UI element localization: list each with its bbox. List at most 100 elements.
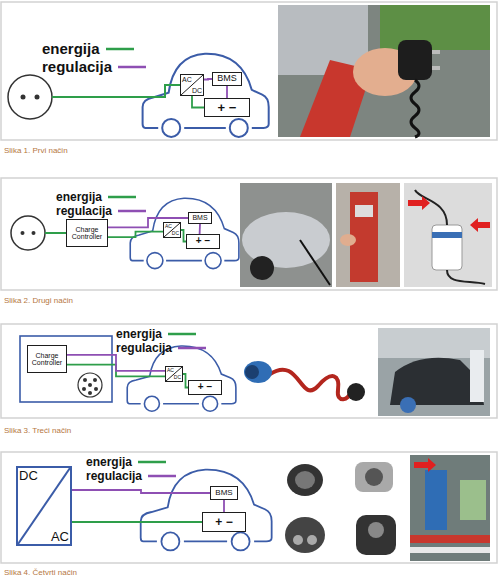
panel-frame (1, 452, 497, 563)
wire-connector (192, 96, 204, 108)
socket-hole (32, 231, 36, 235)
panel-frame (1, 324, 497, 418)
legend-line (178, 347, 206, 350)
photo-hand (340, 234, 356, 246)
photo-connector-pin (293, 535, 303, 545)
photo-plug (398, 40, 432, 80)
legend-line-sample (108, 194, 136, 200)
photo-car-side (278, 5, 368, 75)
connector-pin (83, 378, 87, 382)
battery-box: + − (188, 380, 222, 395)
box-label: + − (218, 101, 237, 115)
legend-entry: regulacija (42, 58, 146, 75)
box-label: Charge Controller (29, 352, 65, 367)
converter-box: DC AC (16, 466, 72, 546)
wire-connector (72, 490, 210, 493)
box-label: Charge Controller (68, 226, 106, 241)
legend-text: regulacija (56, 204, 112, 218)
photo-connector-face (295, 471, 315, 489)
wire-connector (199, 224, 201, 234)
wire-connector (181, 230, 186, 242)
photo-background (278, 5, 490, 137)
car-wheel (232, 532, 250, 550)
bms-box: BMS (210, 486, 238, 500)
car-wheel (162, 119, 180, 137)
photo-control-stripe (432, 232, 462, 238)
box-label: AC (165, 224, 172, 229)
photo-plug-pin (432, 50, 440, 54)
legend-entry: energija (56, 190, 136, 204)
legend-line-sample (168, 331, 196, 337)
bms-box: BMS (188, 212, 212, 224)
controller-box: Charge Controller (66, 219, 108, 247)
legend-line (106, 47, 134, 50)
car-wheel (230, 119, 248, 137)
diagonal-line (166, 367, 182, 381)
legend-line-sample (106, 46, 134, 52)
socket-hole (21, 231, 25, 235)
photo-car (390, 358, 484, 405)
legend-entry: energija (42, 40, 134, 57)
photo-coiled-cord (411, 80, 419, 137)
legend-entry: regulacija (116, 341, 206, 355)
connector-pin (88, 391, 92, 395)
connector-pin (88, 383, 92, 387)
box-label: DC (174, 375, 181, 380)
car-outline (141, 470, 272, 542)
photo-plug (347, 383, 365, 401)
legend-line (138, 461, 166, 464)
energy-wire (52, 85, 180, 97)
wire-connector (67, 365, 165, 377)
car-outline (130, 198, 239, 260)
box-label: DC (19, 469, 38, 482)
battery-box: + − (186, 234, 220, 249)
photo-grass (380, 5, 490, 50)
battery-box: + − (202, 512, 246, 532)
photo-cable (270, 370, 350, 400)
diagonal-line (181, 75, 203, 95)
wall-socket (8, 75, 52, 119)
photo-stripe (410, 535, 490, 543)
connector-pin (93, 378, 97, 382)
photo-connector-face (368, 522, 384, 538)
photo-cable (300, 240, 330, 285)
photo-connector (355, 462, 393, 492)
legend-line-sample (178, 345, 206, 351)
photo-connector-pin (307, 535, 317, 545)
legend-line-sample (138, 459, 166, 465)
battery-box: + − (204, 98, 250, 117)
legend-text: energija (56, 190, 102, 204)
box-label: BMS (217, 74, 237, 83)
photo-screen (355, 205, 373, 217)
wire-connector (204, 78, 212, 80)
energy-wire (45, 232, 66, 234)
box-label: AC (182, 76, 192, 83)
photo-connector (285, 517, 325, 553)
wire-connector (108, 232, 163, 238)
legend-line (168, 333, 196, 336)
legend-line (118, 65, 146, 68)
legend-line-sample (118, 64, 146, 70)
photo-background (336, 183, 400, 287)
converter-box: ACDC (165, 366, 183, 382)
panel-frame (1, 2, 497, 140)
box-label: AC (167, 368, 174, 373)
box-label: BMS (192, 214, 207, 221)
connector-face (78, 373, 102, 397)
legend-line (118, 210, 146, 213)
figure-caption: Slika 4. Četvrti način (4, 568, 77, 577)
legend-entry: energija (116, 327, 196, 341)
bms-box: BMS (212, 72, 242, 86)
legend-entry: regulacija (56, 204, 146, 218)
figure-caption: Slika 1. Prvi način (4, 146, 68, 155)
diagonal-line (18, 468, 70, 544)
photo-stripe (410, 547, 490, 553)
photo-wheel (400, 397, 416, 413)
box-label: BMS (215, 489, 232, 497)
wire-connector (183, 374, 188, 388)
box-label: AC (51, 530, 69, 543)
photo-plug (244, 361, 272, 383)
figure-caption: Slika 3. Treći način (4, 426, 71, 435)
legend-entry: energija (86, 455, 166, 469)
